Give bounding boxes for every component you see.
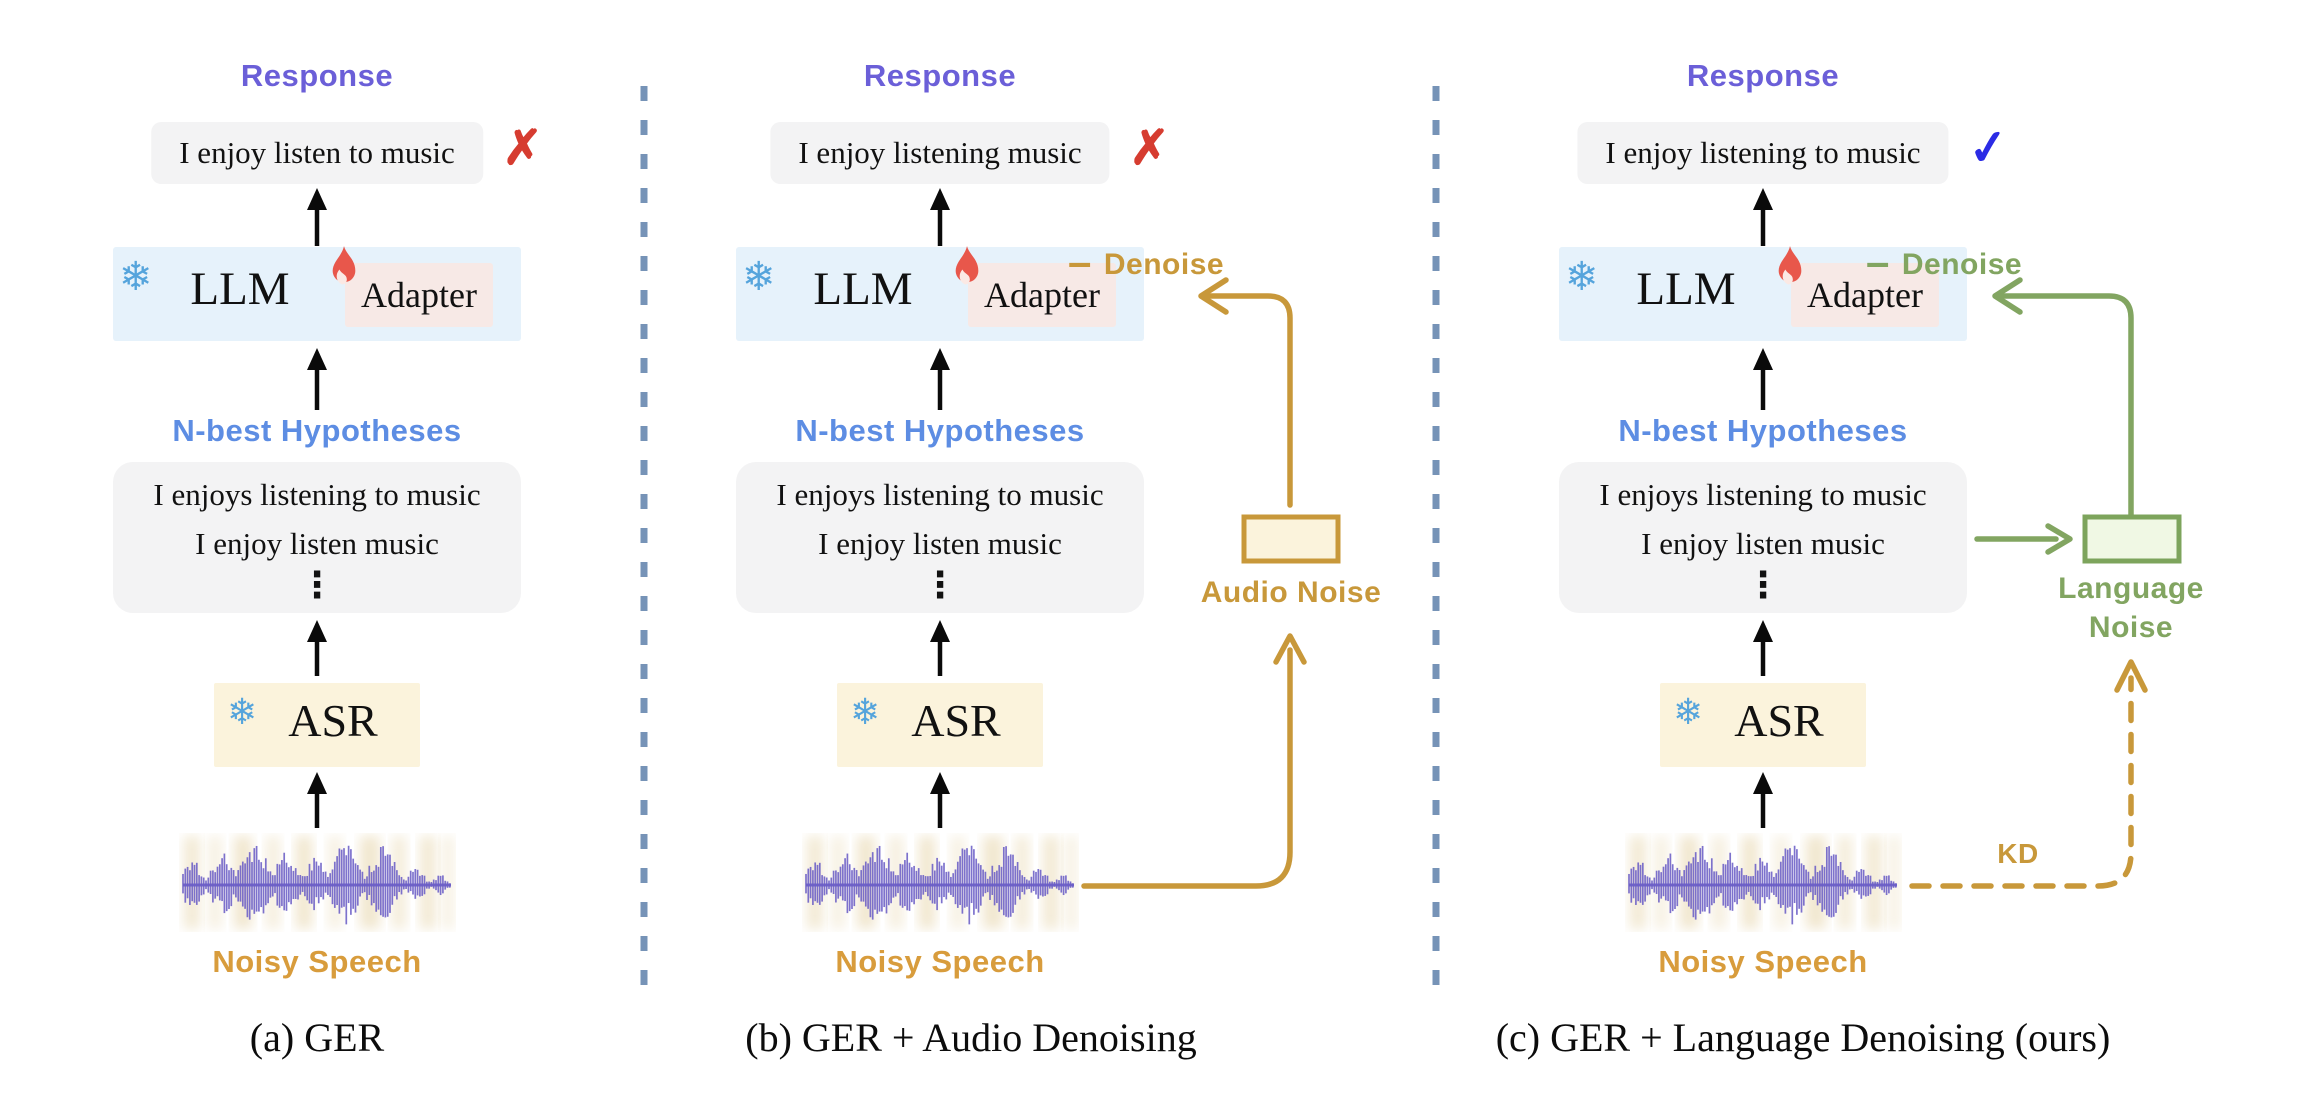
caption-c: (c) GER + Language Denoising (ours) [1495, 1015, 2111, 1060]
kd-dashed-arrow [1909, 659, 2148, 889]
denoise-text: Denoise [1103, 248, 1225, 281]
caption-a: (a) GER [249, 1015, 385, 1060]
language-denoise-label: – Denoise [1866, 238, 2023, 285]
language-noise-label-line2: Noise [2088, 611, 2174, 644]
caption-b: (b) GER + Audio Denoising [745, 1015, 1197, 1060]
audio-denoise-arrow [1081, 277, 1307, 889]
kd-label: KD [1997, 838, 2039, 869]
minus-sign: – [1866, 238, 1890, 285]
denoise-text: Denoise [1901, 248, 2023, 281]
language-noise-label-line1: Language [2058, 572, 2204, 605]
language-noise-box [2082, 514, 2182, 564]
audio-noise-box [1241, 514, 1341, 564]
language-denoise-arrow [1974, 277, 2134, 555]
minus-sign: – [1068, 238, 1092, 285]
audio-denoise-label: – Denoise [1068, 238, 1225, 285]
flow-arrows [307, 188, 1773, 828]
audio-noise-label: Audio Noise [1200, 576, 1382, 609]
